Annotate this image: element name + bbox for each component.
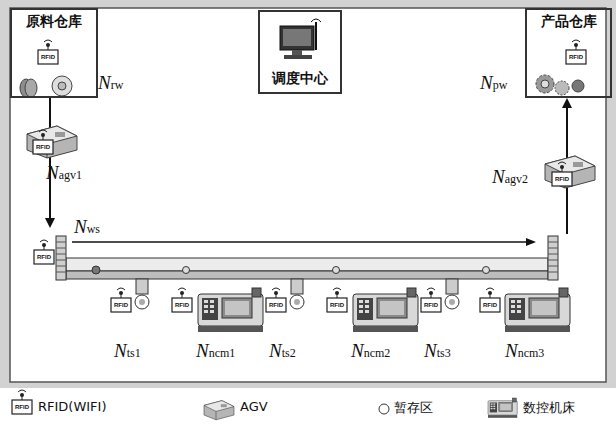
rfid-tag-text: RFID <box>38 50 58 64</box>
rfid-tag-text: RFID <box>421 298 441 312</box>
rfid-tag-text: RFID <box>552 172 572 186</box>
rfid-icon <box>480 288 500 312</box>
rfid-icon <box>34 240 54 264</box>
warehouse-box: 原料仓库 <box>10 8 98 98</box>
rfid-icon <box>12 390 32 414</box>
rfid-icon <box>552 162 572 186</box>
rfid-icon <box>421 288 441 312</box>
rfid-tag-text: RFID <box>111 298 131 312</box>
rfid-icon <box>33 130 53 154</box>
rfid-icon <box>566 40 586 64</box>
node-symbol: Nts3 <box>424 340 451 362</box>
legend-text: RFID(WIFI) <box>38 399 107 414</box>
node-symbol: Nagv1 <box>46 162 82 184</box>
node-symbol: Nagv2 <box>492 166 528 188</box>
rfid-icon <box>38 40 58 64</box>
legend-text: 暂存区 <box>394 399 433 417</box>
warehouse-box: 产品仓库 <box>525 8 612 98</box>
legend-text: AGV <box>240 399 268 414</box>
rfid-tag-text: RFID <box>34 250 54 264</box>
node-symbol: Nws <box>74 216 100 238</box>
node-symbol: Nncm3 <box>505 340 544 362</box>
rfid-tag-text: RFID <box>172 298 192 312</box>
rfid-tag-text: RFID <box>327 298 347 312</box>
rfid-tag-text: RFID <box>566 50 586 64</box>
legend-text: 数控机床 <box>523 399 575 417</box>
rfid-tag-text: RFID <box>480 298 500 312</box>
rfid-icon <box>111 288 131 312</box>
node-symbol: Nrw <box>98 72 123 94</box>
rfid-icon <box>172 288 192 312</box>
rfid-tag-text: RFID <box>266 298 286 312</box>
node-symbol: Nncm1 <box>196 340 235 362</box>
rfid-tag-text: RFID <box>12 400 32 414</box>
rfid-icon <box>266 288 286 312</box>
rfid-icon <box>327 288 347 312</box>
warehouse-box: 调度中心 <box>258 10 342 94</box>
node-title: 产品仓库 <box>527 13 610 31</box>
node-title: 原料仓库 <box>12 13 96 31</box>
node-symbol: Npw <box>480 72 507 94</box>
node-symbol: Nncm2 <box>351 340 390 362</box>
node-symbol: Nts1 <box>114 340 141 362</box>
rfid-tag-text: RFID <box>33 140 53 154</box>
node-symbol: Nts2 <box>269 340 296 362</box>
node-title: 调度中心 <box>260 70 340 88</box>
